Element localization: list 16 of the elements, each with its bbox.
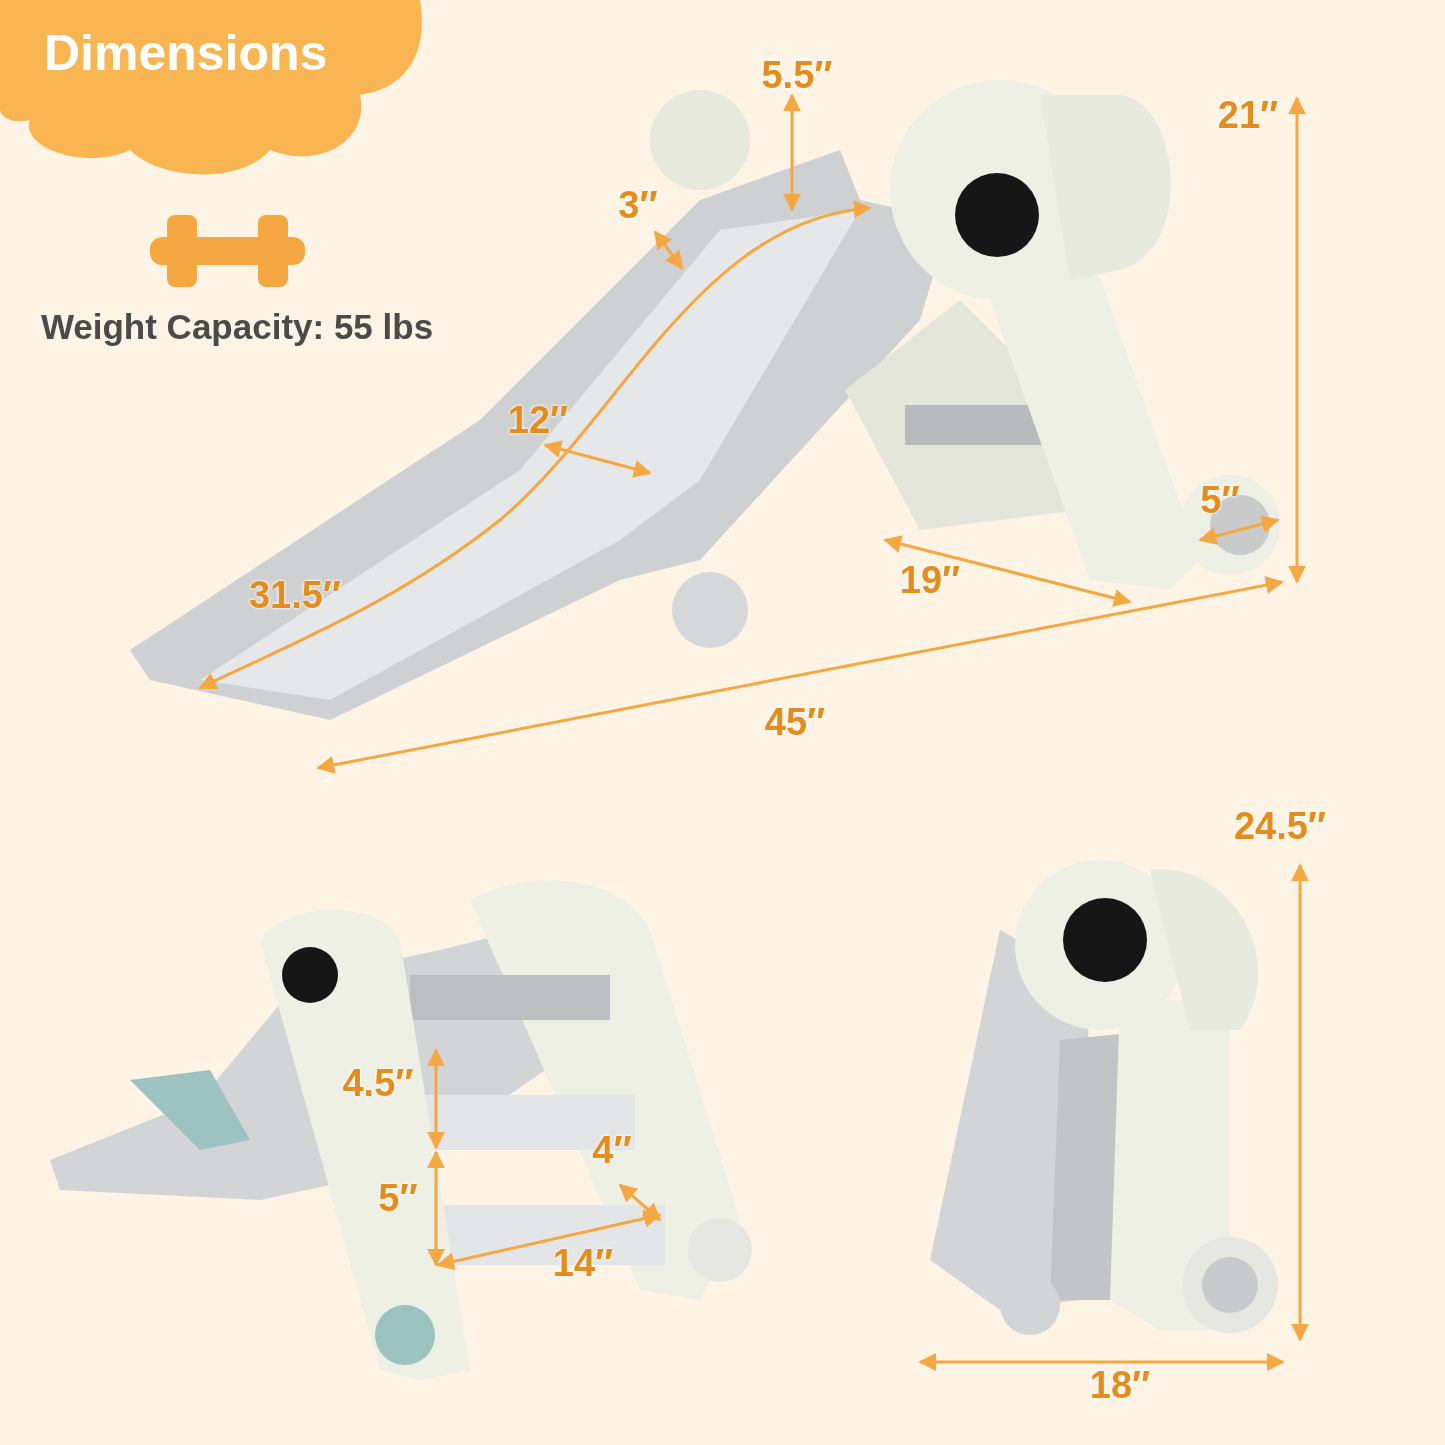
dimension-label: 5″ (1200, 477, 1240, 523)
dimension-label: 31.5″ (248, 572, 342, 618)
dimension-label: 3″ (618, 182, 658, 228)
dimension-label: 21″ (1217, 92, 1279, 138)
dimension-label: 5″ (378, 1175, 418, 1221)
weight-capacity-text: Weight Capacity: 55 lbs (40, 305, 434, 348)
dimension-label: 18″ (1089, 1362, 1151, 1408)
dimension-label: 4.5″ (342, 1060, 414, 1106)
title: Dimensions (44, 28, 328, 78)
dimension-label: 24.5″ (1233, 803, 1327, 849)
dimension-label: 14″ (552, 1240, 614, 1286)
dimension-label: 4″ (592, 1127, 632, 1173)
dimension-label: 5.5″ (761, 52, 833, 98)
dimension-label: 19″ (899, 557, 961, 603)
dimension-label: 45″ (764, 699, 826, 745)
dimension-label: 12″ (507, 397, 569, 443)
